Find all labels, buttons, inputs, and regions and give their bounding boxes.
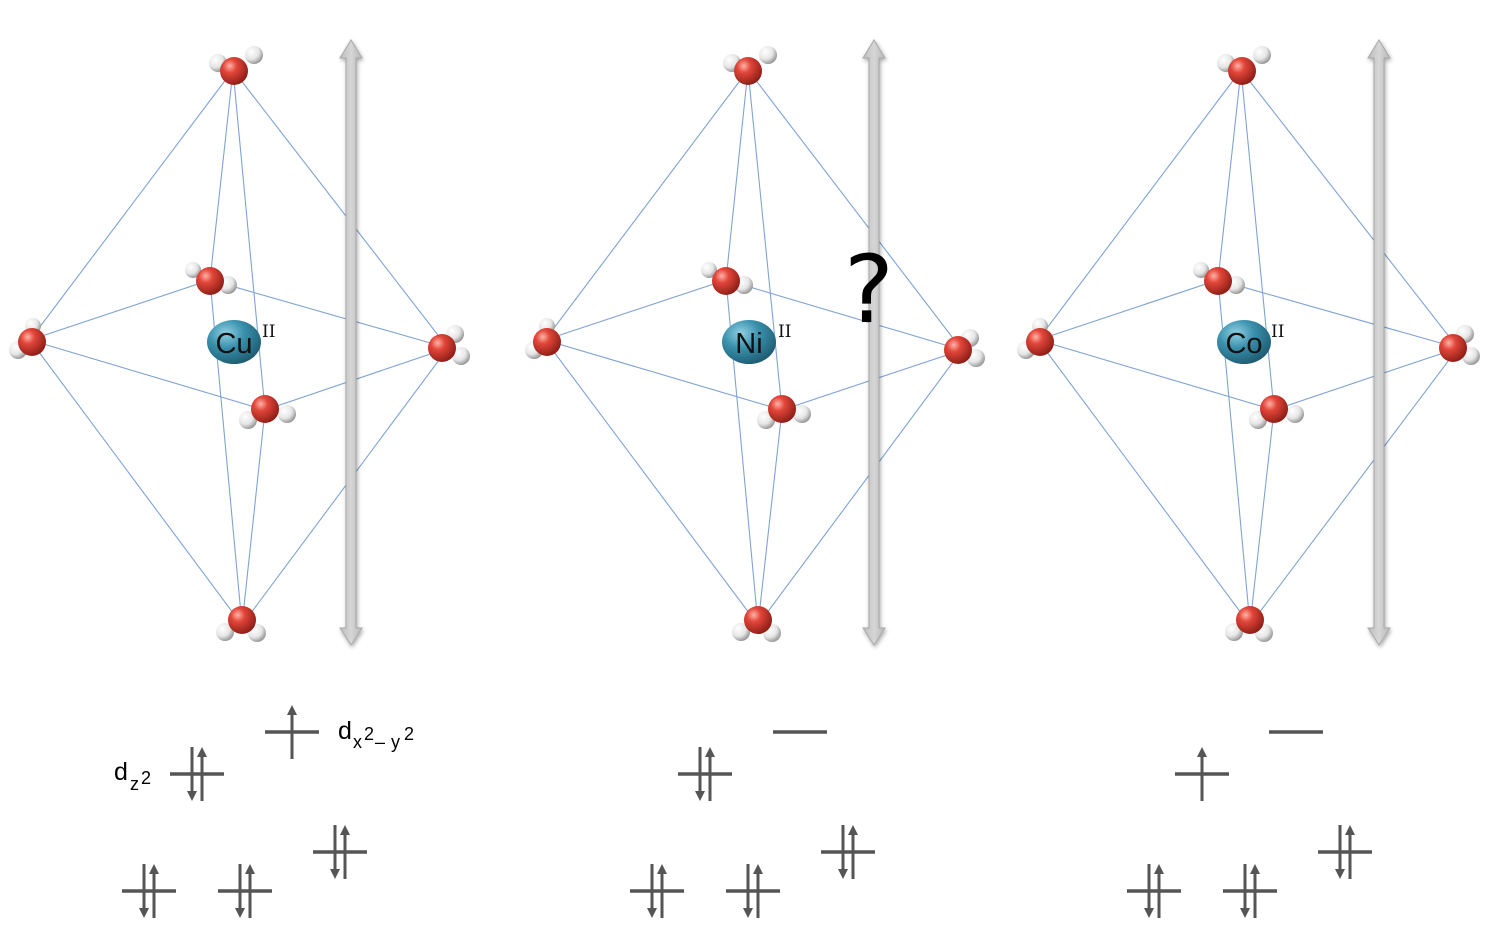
oxidation-state: II	[778, 322, 791, 342]
co-water-left	[1017, 318, 1054, 359]
cu-metal-center: Cu II	[207, 320, 275, 364]
ni-water-back	[701, 262, 753, 295]
dx2y2-label-sub2: y	[391, 732, 400, 752]
oxidation-state: II	[262, 322, 275, 342]
cu-orbital-t2g-1	[313, 825, 367, 879]
ni-orbital-dz2	[678, 747, 732, 801]
ni-water-bottom	[732, 606, 781, 642]
co-orbital-t2g-3	[1223, 864, 1277, 918]
dx2y2-label-main: d	[338, 717, 352, 745]
dz2-label-main: d	[114, 758, 128, 786]
ni-orbital-t2g-2	[630, 864, 684, 918]
co-water-top	[1217, 46, 1271, 85]
ni-water-right	[944, 329, 985, 367]
metal-symbol: Ni	[735, 328, 762, 360]
complex-ni: Ni II ?	[525, 39, 985, 646]
co-water-bottom	[1225, 606, 1273, 642]
orbital-label-dx2y2: d x 2 – y 2	[338, 717, 414, 752]
cu-water-top	[209, 46, 263, 85]
metal-symbol: Co	[1225, 328, 1262, 360]
dx2y2-label-sup1: 2	[364, 724, 374, 744]
co-axial-arrow	[1367, 39, 1391, 646]
dx2y2-label-dash: –	[375, 732, 385, 752]
cu-water-left	[9, 318, 46, 359]
co-orbital-t2g-2	[1127, 864, 1181, 918]
ni-axial-arrow	[862, 39, 886, 646]
cu-axial-arrow	[339, 39, 363, 646]
ni-orbital-t2g-3	[726, 864, 780, 918]
ni-orbital-t2g-1	[821, 825, 875, 879]
cu-water-right	[428, 325, 470, 365]
dz2-label-sub: z	[130, 774, 139, 794]
dx2y2-label-sub: x	[353, 732, 362, 752]
ni-water-top	[723, 46, 777, 85]
oxidation-state: II	[1271, 322, 1284, 342]
cu-water-front	[239, 395, 296, 429]
cu-orbital-t2g-3	[218, 864, 272, 918]
complex-cu: Cu II	[9, 39, 470, 646]
ni-water-front	[757, 395, 811, 429]
metal-symbol: Cu	[215, 328, 252, 360]
ni-water-left	[525, 318, 561, 359]
cu-orbital-dz2	[170, 747, 224, 801]
ni-metal-center: Ni II	[722, 320, 791, 364]
co-water-front	[1249, 395, 1304, 429]
cu-orbital-dx2-y2	[265, 705, 319, 759]
cu-water-bottom	[216, 606, 266, 642]
orbital-energy-levels	[122, 705, 1372, 918]
co-orbital-t2g-1	[1318, 825, 1372, 879]
co-water-back	[1193, 262, 1245, 295]
cu-water-back	[185, 262, 237, 295]
dz2-label-sup: 2	[141, 768, 151, 788]
co-orbital-dz2	[1175, 747, 1229, 801]
complex-co: Co II	[1017, 39, 1480, 646]
co-water-right	[1439, 325, 1480, 365]
dx2y2-label-sup2: 2	[404, 724, 414, 744]
co-metal-center: Co II	[1217, 320, 1284, 364]
orbital-label-dz2: d z 2	[114, 758, 151, 794]
question-mark: ?	[844, 236, 894, 345]
cu-orbital-t2g-2	[122, 864, 176, 918]
